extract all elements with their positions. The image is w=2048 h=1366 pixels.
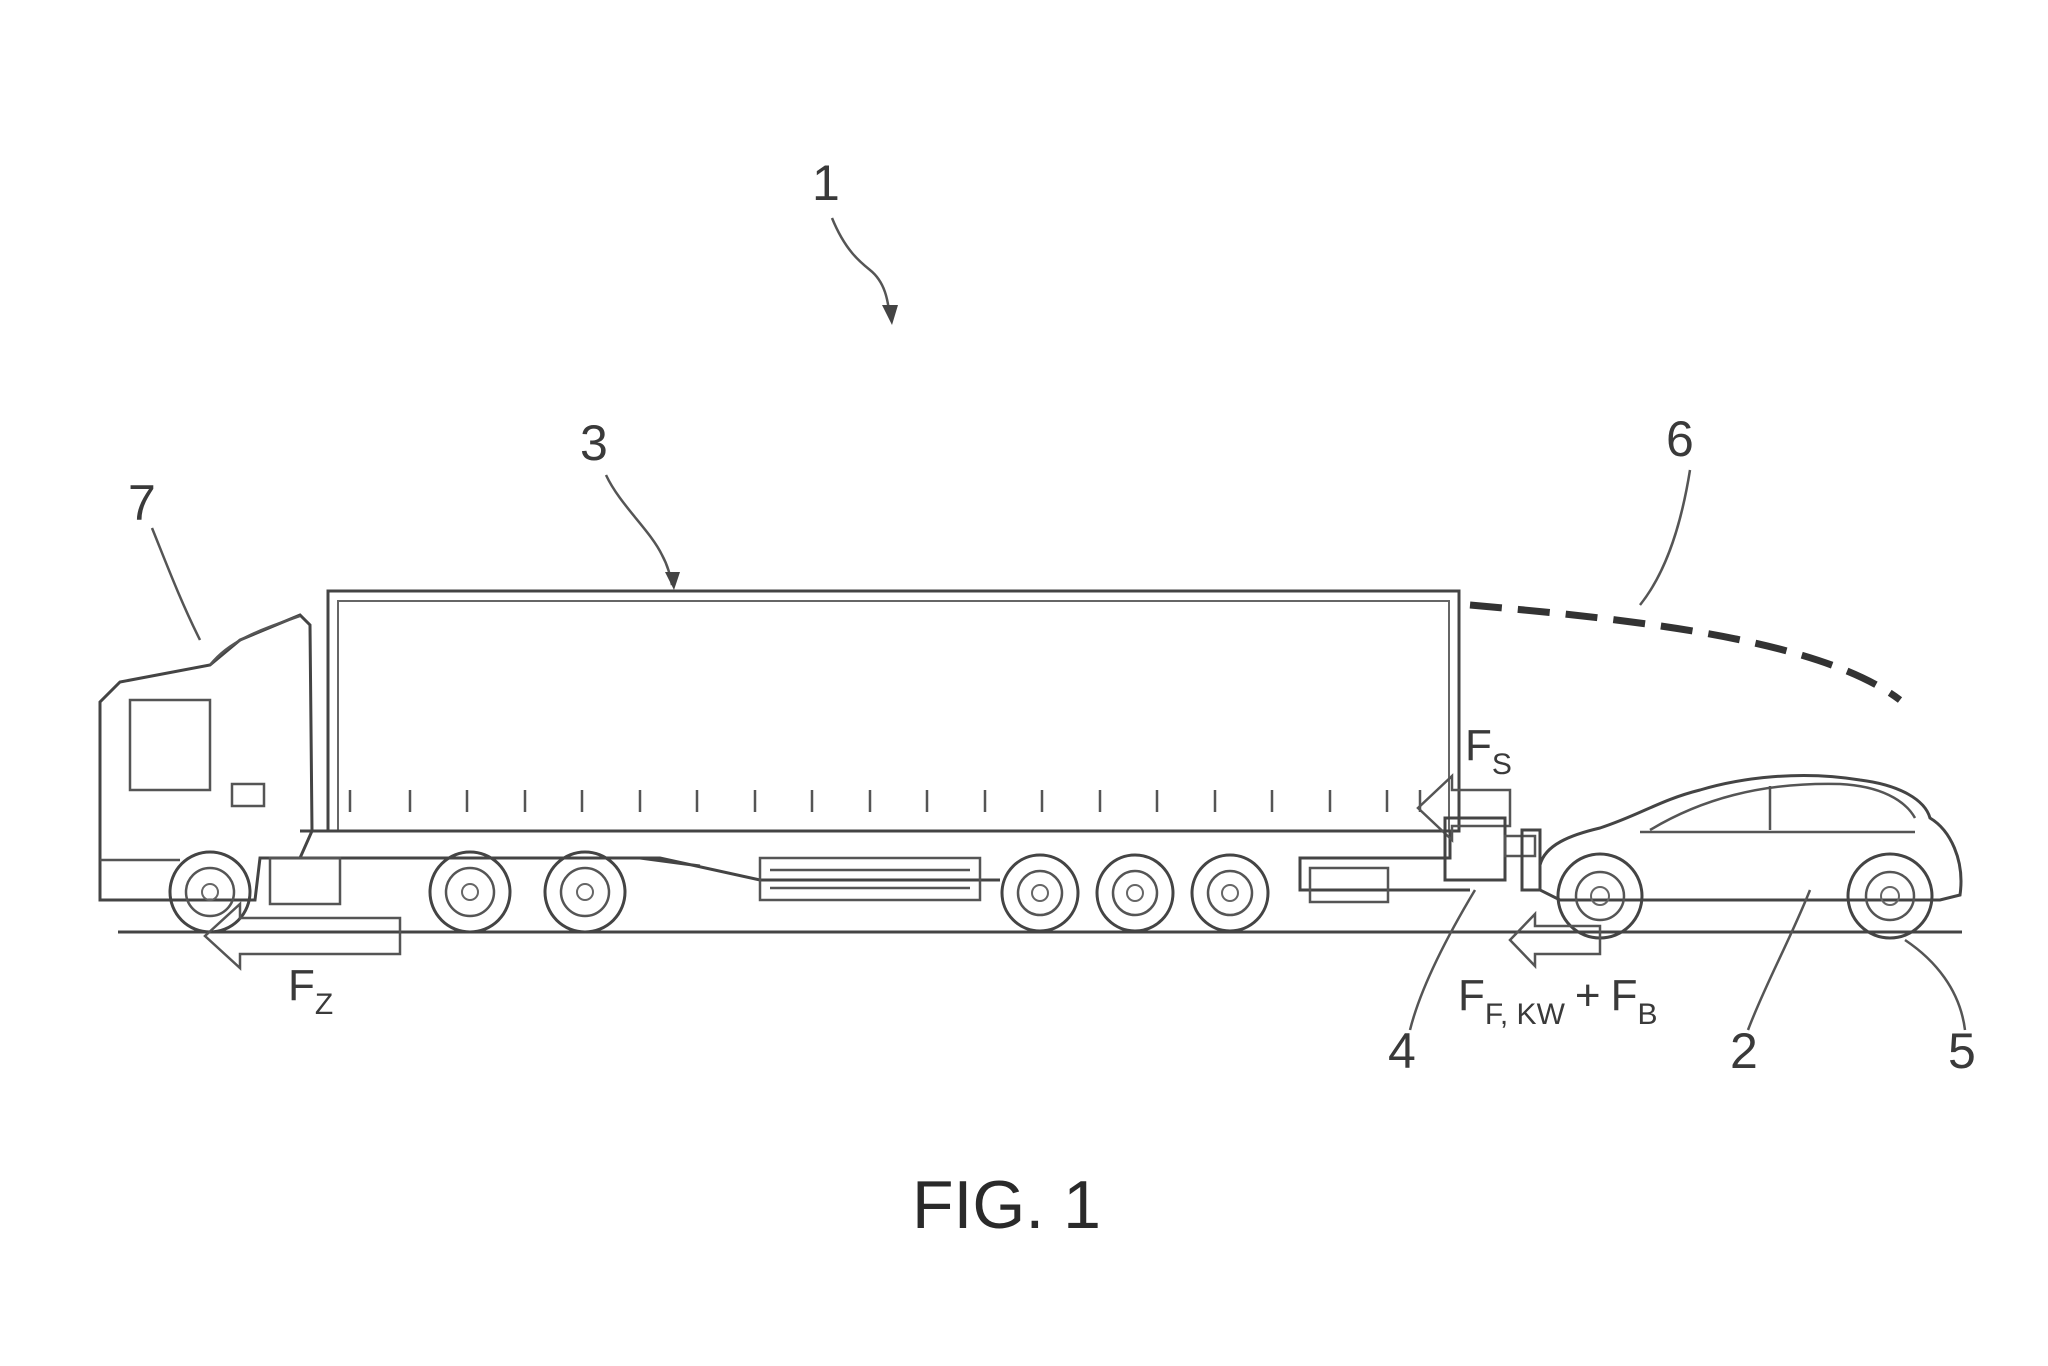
figure-caption: FIG. 1 [912,1167,1101,1243]
leader-1-arrowhead [882,305,898,325]
ref-numeral-4: 4 [1388,1023,1416,1079]
coupling-block [1443,816,1507,882]
ref-numeral-7: 7 [128,475,156,531]
tractor-window [128,698,212,792]
leader-3-arrowhead [665,572,680,590]
tractor [98,613,627,934]
tractor-rear-wheel-2 [543,850,627,934]
tractor-cab-outline [98,613,314,902]
leader-7 [150,527,202,641]
force-arrow-car [1508,910,1602,970]
coupling-device [1443,816,1542,892]
tractor-front-wheel [168,850,252,934]
leader-3 [604,474,674,586]
trailer-stakes [348,790,1422,812]
trailer-wheel-2 [1095,853,1175,933]
tractor-fuel-tank [268,856,342,906]
force-car-f2: F [1611,971,1638,1020]
car-roof-line [1649,782,1917,832]
trailer [300,589,1470,933]
tractor-roof-spoiler [209,614,301,666]
tractor-rear-wheel-1 [428,850,512,934]
force-label-fs: FS [1465,721,1512,781]
coupling-pad [1520,828,1542,892]
ref-numeral-2: 2 [1730,1023,1758,1079]
trailer-wheel-1 [1000,853,1080,933]
force-fz-main: F [288,961,315,1010]
force-arrow-fs [1416,773,1512,843]
car-body-outline [1538,773,1963,902]
force-arrow-fz [203,901,402,971]
ref-numeral-6: 6 [1666,411,1694,467]
ref-numeral-3: 3 [580,415,608,471]
car-rear-wheel [1846,852,1934,940]
trailer-underrun [758,856,982,902]
trailer-body-outer [326,589,1461,833]
leader-1 [830,217,892,319]
force-car-plus: + [1575,971,1601,1020]
force-car-sub1: F, KW [1485,998,1566,1031]
coupling-arm [1503,834,1537,858]
leader-4 [1408,889,1477,1031]
trailer-wheel-3 [1190,853,1270,933]
leader-2 [1746,889,1812,1031]
trailer-chassis [300,829,1470,892]
car [1538,773,1963,940]
ref-numeral-1: 1 [812,155,840,211]
force-car-sub2: B [1637,998,1657,1031]
force-label-fz: FZ [288,961,333,1021]
force-car-f1: F [1458,971,1485,1020]
trailer-body-inner [337,600,1450,832]
leader-6 [1639,469,1692,606]
force-label-car: FF, KW+FB [1458,971,1658,1031]
aero-dashed-outline [1469,601,1903,703]
force-fs-main: F [1465,721,1492,770]
force-fs-sub: S [1492,748,1512,781]
force-fz-sub: Z [315,988,333,1021]
leader-5 [1904,938,1967,1031]
tractor-step [230,782,266,808]
ref-numeral-5: 5 [1948,1023,1976,1079]
trailer-side-box [1308,866,1390,904]
